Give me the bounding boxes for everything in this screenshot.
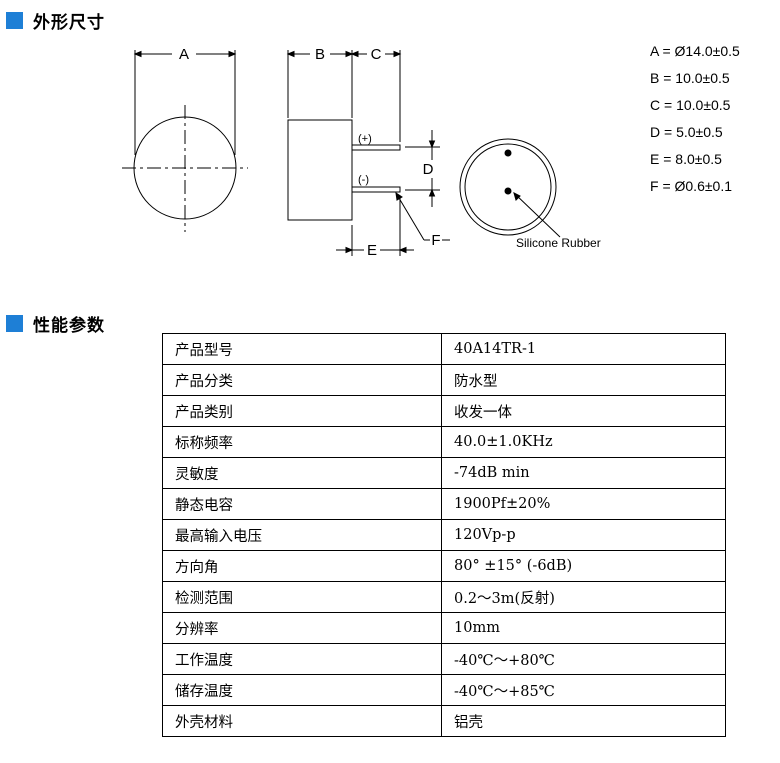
performance-section-header: 性能参数 [6,311,105,336]
table-row: 产品分类防水型 [162,364,726,396]
param-value: 120Vp-p [441,519,726,551]
section-marker-icon [6,315,23,332]
param-value: 铝壳 [441,705,726,737]
dim-label-f: F [431,232,440,249]
table-row: 工作温度-40℃～+80℃ [162,643,726,675]
param-name: 储存温度 [162,674,442,706]
param-name: 静态电容 [162,488,442,520]
front-view: A [122,46,248,232]
table-row: 外壳材料铝壳 [162,705,726,737]
pin-minus-label: (-) [358,174,369,186]
performance-title: 性能参数 [33,316,105,336]
outline-title: 外形尺寸 [33,13,105,33]
param-name: 工作温度 [162,643,442,675]
dim-label-d: D [423,161,434,178]
dim-label-a: A [179,46,189,63]
param-value: 40A14TR-1 [441,333,726,365]
param-name: 检测范围 [162,581,442,613]
param-name: 外壳材料 [162,705,442,737]
spec-b: B = 10.0±0.5 [650,70,730,86]
table-row: 产品类别收发一体 [162,395,726,427]
param-value: 10mm [441,612,726,644]
spec-c: C = 10.0±0.5 [650,97,731,113]
param-name: 标称频率 [162,426,442,458]
param-value: 40.0±1.0KHz [441,426,726,458]
outline-section-header: 外形尺寸 [6,8,105,33]
param-name: 灵敏度 [162,457,442,489]
pin-plus-label: (+) [358,133,372,145]
spec-f: F = Ø0.6±0.1 [650,178,733,194]
table-row: 灵敏度-74dB min [162,457,726,489]
side-view: B C (+) (-) D E F [286,46,450,259]
param-value: -40℃～+85℃ [441,674,726,706]
spec-d: D = 5.0±0.5 [650,124,723,140]
param-value: 1900Pf±20% [441,488,726,520]
spec-a: A = Ø14.0±0.5 [650,43,740,59]
dimension-specs: A = Ø14.0±0.5 B = 10.0±0.5 C = 10.0±0.5 … [650,38,740,200]
silicone-rubber-label: Silicone Rubber [516,236,601,250]
param-value: 0.2～3m(反射) [441,581,726,613]
param-name: 产品类别 [162,395,442,427]
param-value: 收发一体 [441,395,726,427]
param-value: 防水型 [441,364,726,396]
dim-label-e: E [367,242,377,259]
param-value: 80° ±15° (-6dB) [441,550,726,582]
param-name: 方向角 [162,550,442,582]
section-marker-icon [6,12,23,29]
param-name: 最高输入电压 [162,519,442,551]
param-value: -40℃～+80℃ [441,643,726,675]
dim-label-b: B [315,46,325,63]
bottom-view: Silicone Rubber [459,138,601,250]
param-name: 分辨率 [162,612,442,644]
param-name: 产品型号 [162,333,442,365]
table-row: 储存温度-40℃～+85℃ [162,674,726,706]
param-name: 产品分类 [162,364,442,396]
dimension-drawing: A B C (+) (-) D [122,46,601,259]
dim-label-c: C [371,46,382,63]
spec-e: E = 8.0±0.5 [650,151,722,167]
param-value: -74dB min [441,457,726,489]
